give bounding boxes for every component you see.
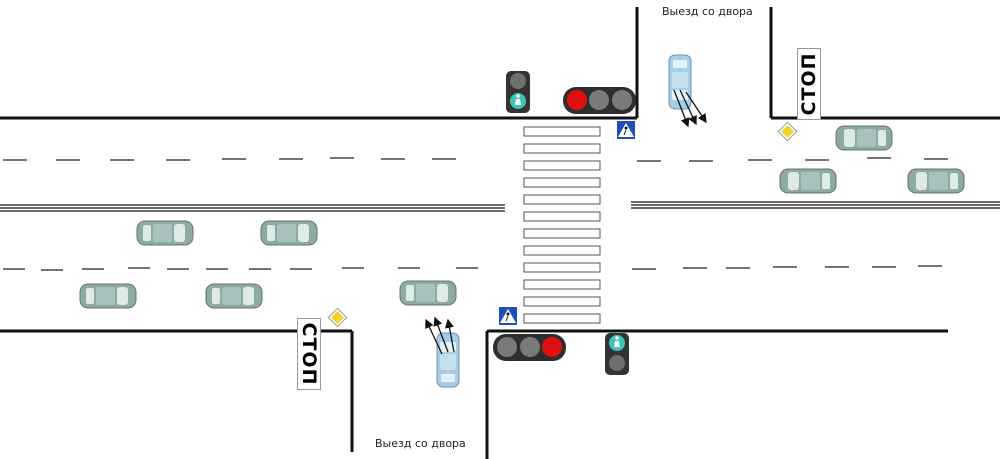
lane-dashes xyxy=(3,157,948,271)
stop-sign-bottom: СТОП xyxy=(297,318,321,390)
crosswalk-sign-top xyxy=(617,121,635,139)
crosswalk xyxy=(523,126,601,324)
stop-sign-bottom-text: СТОП xyxy=(298,322,320,386)
stop-sign-top: СТОП xyxy=(797,48,821,120)
pedestrian-light-bottom xyxy=(605,333,629,375)
car-lane2-right-a xyxy=(779,168,837,194)
arrows-bottom-car xyxy=(425,316,455,355)
exit-label-top: Выезд со двора xyxy=(662,5,753,18)
car-lane3-left-b xyxy=(260,220,318,246)
pedestrian-light-top xyxy=(506,71,530,113)
car-lane4-left-b xyxy=(205,283,263,309)
crosswalk-sign-bottom xyxy=(499,307,517,325)
exit-label-bottom: Выезд со двора xyxy=(375,437,466,450)
stop-sign-top-text: СТОП xyxy=(798,52,820,116)
traffic-light-top xyxy=(563,87,636,114)
car-lane2-right-b xyxy=(907,168,965,194)
priority-road-sign-top xyxy=(777,121,798,142)
car-lane4-left-c xyxy=(399,280,457,306)
priority-road-sign-bottom xyxy=(327,307,348,328)
exiting-car-bottom xyxy=(436,332,460,388)
arrows-top-car xyxy=(673,89,707,128)
exiting-car-top xyxy=(668,54,692,110)
center-double-line xyxy=(0,201,1000,212)
car-lane3-left-a xyxy=(136,220,194,246)
car-lane4-left-a xyxy=(79,283,137,309)
car-lane1-right xyxy=(835,125,893,151)
traffic-light-bottom xyxy=(493,334,566,361)
